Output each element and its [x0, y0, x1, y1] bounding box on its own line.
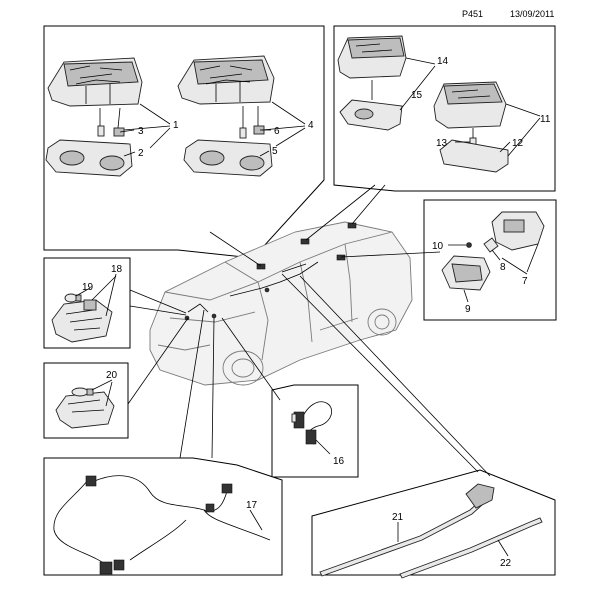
bulb-20 [71, 387, 94, 397]
lens-5 [183, 139, 273, 177]
lamp-housing-4 [177, 55, 275, 105]
callout-16: 16 [333, 456, 345, 467]
panel-trim-strips [311, 469, 556, 576]
callout-22: 22 [500, 558, 512, 569]
callout-10: 10 [432, 241, 444, 252]
callout-3: 3 [138, 126, 144, 137]
harness-16 [291, 401, 332, 445]
callout-12: 12 [512, 138, 524, 149]
harness-point-a [264, 287, 270, 293]
callout-4: 4 [308, 120, 314, 131]
trim-strip-21 [319, 483, 495, 577]
roof-harness-line-2 [281, 263, 307, 273]
harness-17 [53, 475, 271, 575]
callout-7: 7 [522, 276, 528, 287]
lamp-18 [51, 299, 113, 343]
trim-strip-22 [399, 517, 543, 579]
callout-numbers: 1 2 3 4 5 6 7 8 9 10 11 12 13 14 15 16 1… [82, 56, 551, 569]
panel-harness-17 [43, 457, 283, 576]
callout-15: 15 [411, 90, 423, 101]
callout-17: 17 [246, 500, 258, 511]
console-marker [187, 303, 209, 313]
diagram-date: 13/09/2011 [510, 9, 554, 19]
callout-6: 6 [274, 126, 280, 137]
callout-5: 5 [272, 146, 278, 157]
callout-18: 18 [111, 264, 123, 275]
bulb-8 [483, 237, 499, 253]
bulb-3 [97, 125, 125, 137]
callout-13: 13 [436, 138, 448, 149]
lamp-20 [55, 391, 115, 429]
callout-21: 21 [392, 512, 404, 523]
lens-9 [441, 255, 491, 291]
car-outline [149, 221, 413, 386]
roof-harness-line [229, 261, 319, 297]
screw-10 [466, 242, 472, 248]
diagram-code: P451 [462, 9, 483, 19]
roof-marker-1 [256, 263, 266, 270]
callout-9: 9 [465, 304, 471, 315]
bulb-19 [64, 293, 82, 303]
lamp-housing-14 [337, 35, 407, 79]
lamp-housing-11 [433, 81, 507, 129]
callout-14: 14 [437, 56, 449, 67]
callout-19: 19 [82, 282, 94, 293]
roof-marker-2 [300, 238, 310, 245]
roof-marker-3 [347, 222, 357, 229]
callout-8: 8 [500, 262, 506, 273]
callout-2: 2 [138, 148, 144, 159]
lens-15 [339, 99, 403, 131]
lens-12 [439, 139, 509, 173]
callout-11: 11 [540, 114, 551, 125]
harness-point-c [211, 313, 217, 319]
callout-1: 1 [173, 120, 179, 131]
lamp-housing-7 [491, 211, 545, 251]
leader-lines [127, 184, 491, 477]
callout-leaders [75, 57, 541, 557]
roof-marker-4 [336, 254, 346, 261]
lamp-housing-1 [47, 57, 143, 107]
lens-2 [45, 139, 133, 177]
callout-20: 20 [106, 370, 118, 381]
